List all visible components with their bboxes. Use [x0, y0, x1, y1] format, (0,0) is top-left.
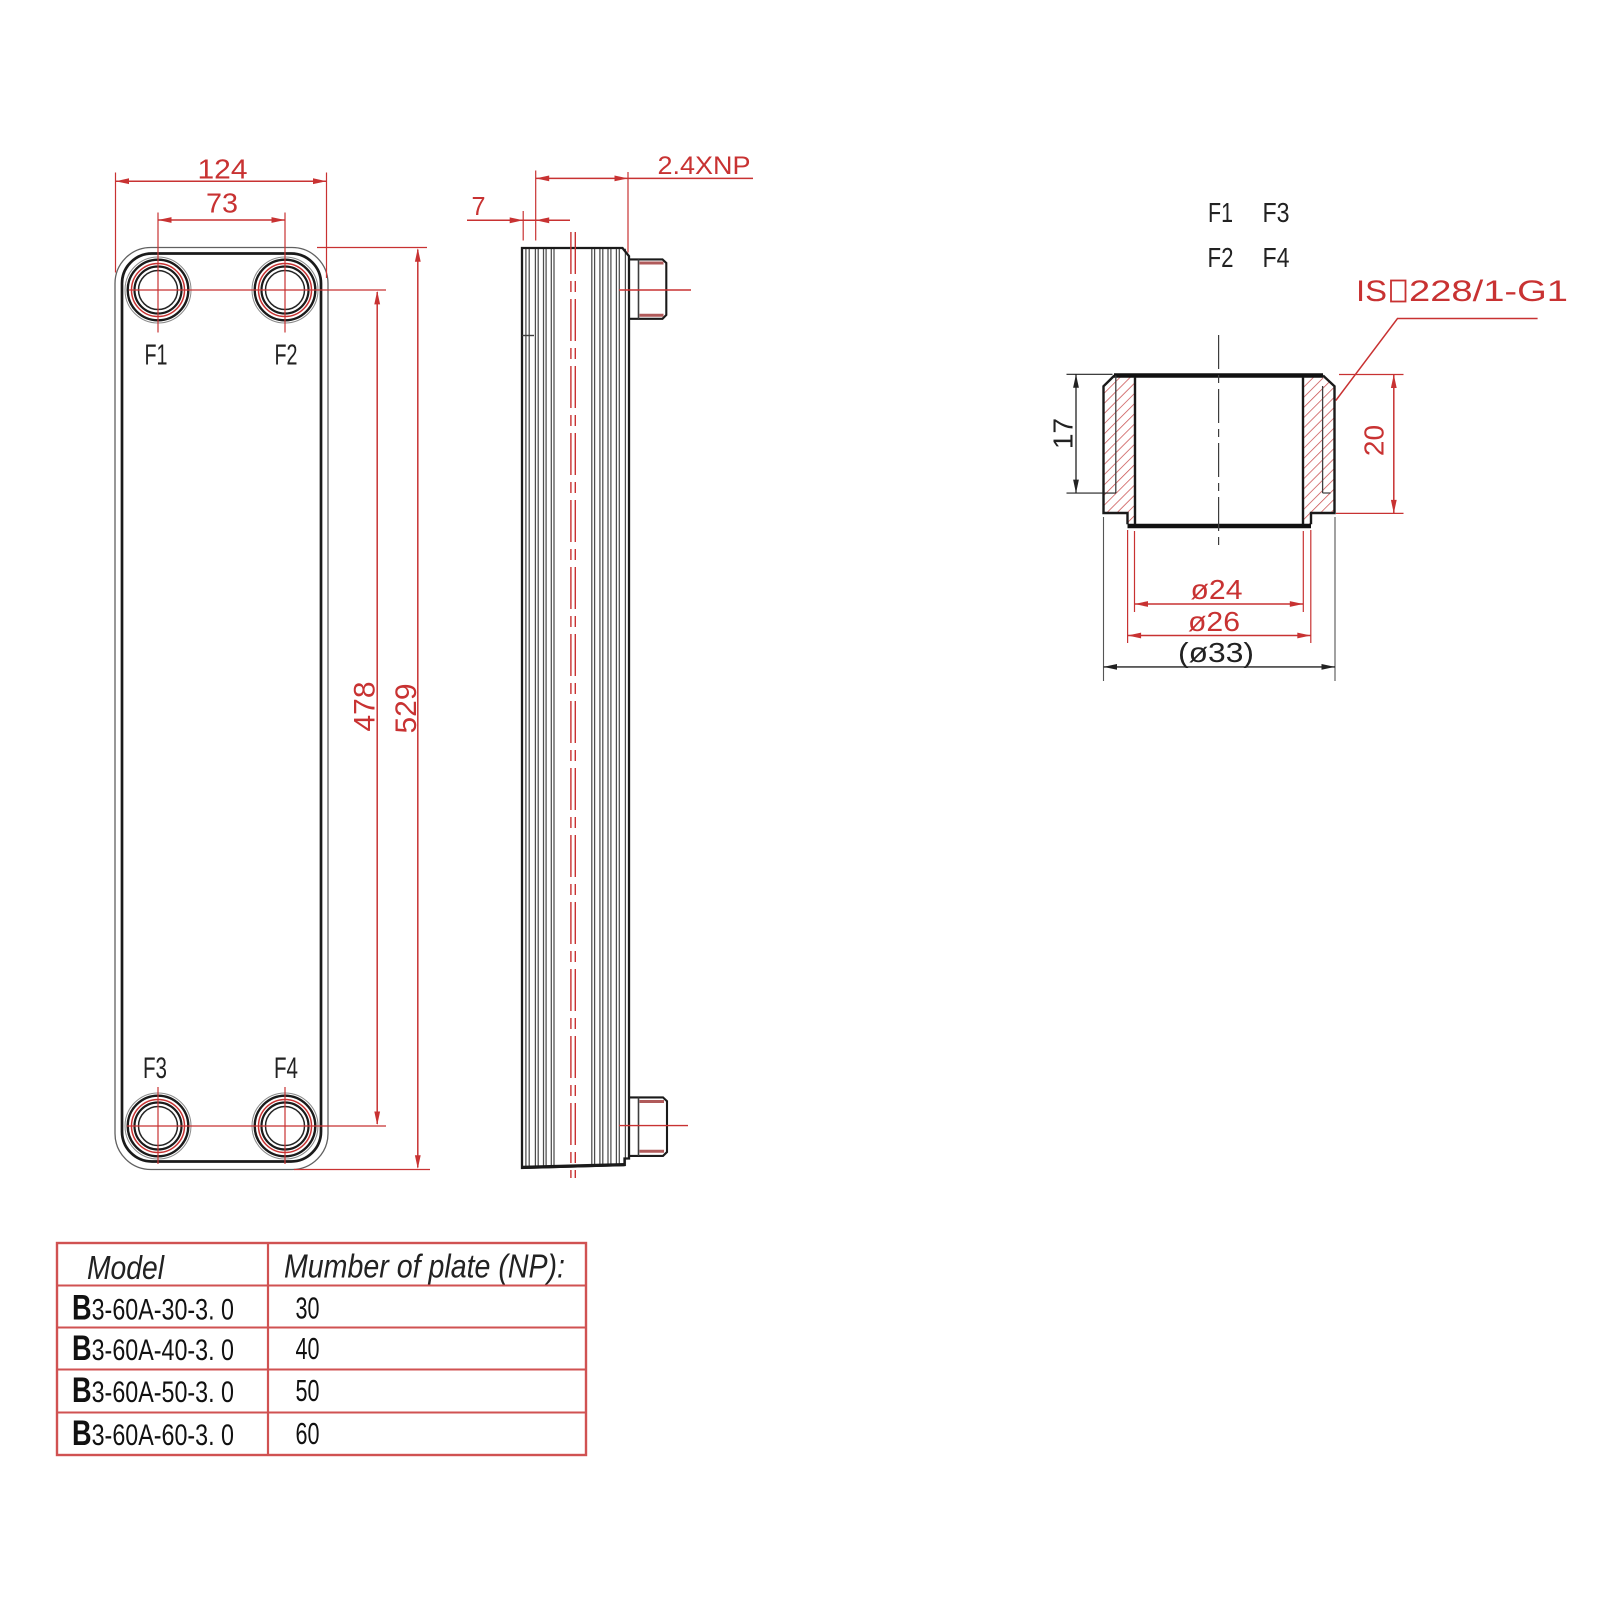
svg-text:F4: F4 [274, 1052, 298, 1085]
svg-text:ø26: ø26 [1188, 606, 1240, 637]
svg-text:B3-60A-30-3. 0: B3-60A-30-3. 0 [72, 1289, 234, 1328]
svg-text:F1: F1 [1208, 197, 1233, 228]
svg-text:Model: Model [87, 1249, 165, 1286]
svg-text:2.4XNP: 2.4XNP [658, 152, 751, 180]
svg-text:478: 478 [349, 681, 382, 731]
svg-text:F2: F2 [275, 340, 298, 372]
svg-text:228/1-G1: 228/1-G1 [1409, 275, 1568, 308]
svg-text:IS: IS [1356, 275, 1387, 308]
svg-text:17: 17 [1048, 418, 1079, 449]
svg-text:40: 40 [296, 1331, 320, 1366]
svg-text:B3-60A-50-3. 0: B3-60A-50-3. 0 [72, 1371, 234, 1410]
svg-text:124: 124 [198, 154, 248, 185]
svg-text:ø24: ø24 [1191, 574, 1243, 605]
svg-text:Mumber of plate (NP):: Mumber of plate (NP): [284, 1248, 565, 1285]
svg-text:60: 60 [296, 1416, 320, 1451]
svg-text:B3-60A-60-3. 0: B3-60A-60-3. 0 [72, 1414, 234, 1453]
svg-text:50: 50 [296, 1373, 320, 1408]
svg-text:529: 529 [390, 683, 423, 733]
svg-text:F4: F4 [1263, 242, 1290, 273]
svg-text:F2: F2 [1208, 242, 1234, 273]
svg-text:F3: F3 [1263, 197, 1290, 228]
svg-text:F1: F1 [145, 340, 168, 372]
svg-text:(ø33): (ø33) [1178, 637, 1254, 668]
svg-text:20: 20 [1359, 425, 1390, 456]
svg-text:7: 7 [472, 191, 486, 221]
svg-text:F3: F3 [143, 1052, 167, 1085]
svg-text:B3-60A-40-3. 0: B3-60A-40-3. 0 [72, 1329, 234, 1368]
svg-text:30: 30 [296, 1291, 320, 1326]
svg-text:73: 73 [206, 188, 238, 219]
